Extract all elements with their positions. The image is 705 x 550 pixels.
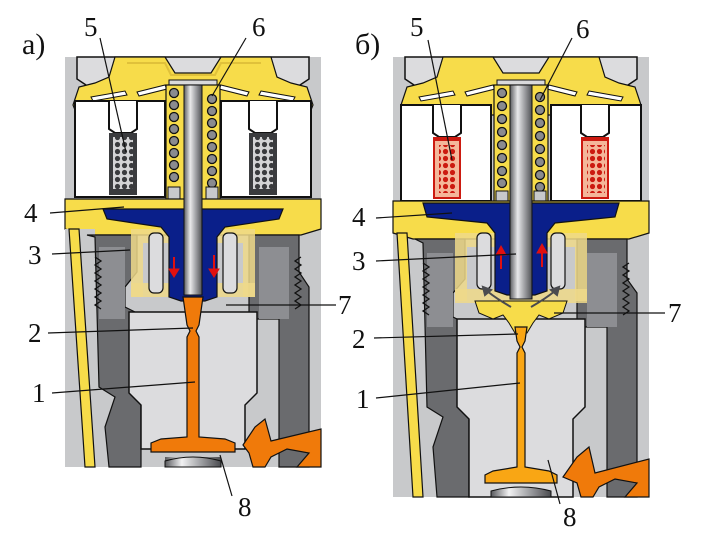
- callout-8: 8: [238, 492, 252, 522]
- leader-lines-a: [47, 37, 336, 497]
- valve-rod: [509, 84, 533, 300]
- fuel-channel-light: [484, 326, 558, 484]
- coil-right-energized: [581, 137, 609, 199]
- callout-7: 7: [668, 298, 682, 328]
- coil-left-energized: [433, 137, 461, 199]
- callout-8: 8: [563, 502, 577, 532]
- panel-b-label: б): [355, 28, 380, 61]
- callout-5: 5: [410, 12, 424, 42]
- callout-4: 4: [352, 202, 366, 232]
- callout-3: 3: [28, 240, 42, 270]
- flow-arrows-down: [168, 255, 220, 278]
- coil-right-gray: [249, 133, 277, 195]
- spill-arrows: [481, 285, 561, 308]
- leader-lines-b: [373, 37, 665, 505]
- callout-7: 7: [338, 290, 352, 320]
- callout-5: 5: [84, 12, 98, 42]
- coil-left-gray: [109, 133, 137, 195]
- spring: [168, 87, 218, 189]
- callout-2: 2: [28, 318, 42, 348]
- panel-a-closed: [64, 56, 322, 468]
- spring: [496, 87, 546, 193]
- callout-6: 6: [252, 12, 266, 42]
- panel-b-open: [392, 56, 650, 498]
- callout-3: 3: [352, 246, 366, 276]
- panel-a-label: а): [22, 28, 45, 61]
- callout-1: 1: [32, 378, 46, 408]
- fuel-channel-orange: [150, 296, 236, 453]
- callout-2: 2: [352, 324, 366, 354]
- callout-6: 6: [576, 14, 590, 44]
- flow-arrows-up: [495, 242, 548, 269]
- valve-rod: [183, 84, 203, 296]
- callout-4: 4: [24, 198, 38, 228]
- callout-1: 1: [356, 384, 370, 414]
